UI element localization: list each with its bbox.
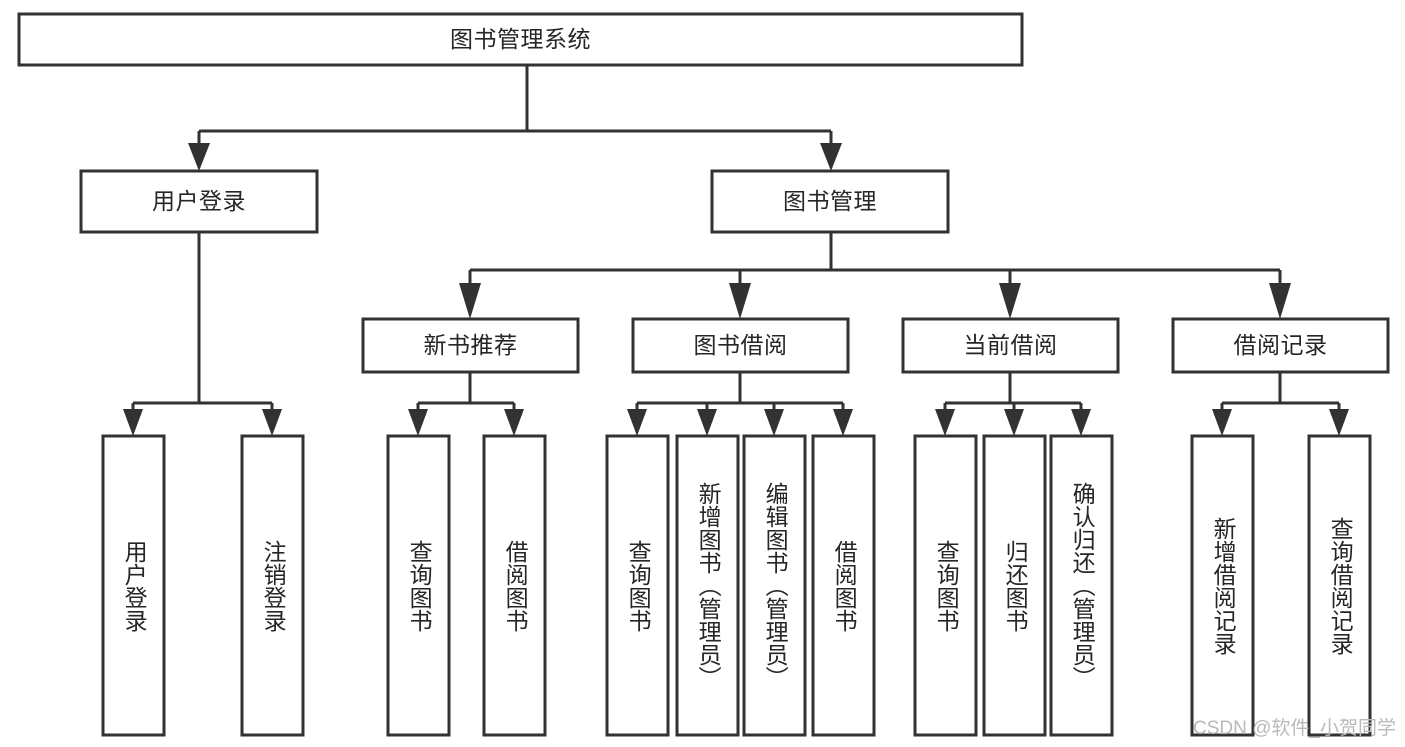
arrow-head-leaf-user-logout xyxy=(262,409,282,436)
node-box-user-login[interactable] xyxy=(79,169,319,234)
connector-bookmgmt-to-level3 xyxy=(459,232,1291,319)
node-box-leaf-borrow-book-2[interactable] xyxy=(811,434,876,737)
connector-newbook-to-leaves xyxy=(408,372,524,436)
node-box-leaf-confirm-return[interactable] xyxy=(1049,434,1114,737)
node-box-book-borrow[interactable] xyxy=(631,317,850,374)
arrow-head-leaf-query-book-2 xyxy=(627,409,647,436)
node-box-leaf-add-book[interactable] xyxy=(675,434,740,737)
node-box-current-borrow[interactable] xyxy=(901,317,1120,374)
node-box-leaf-query-book-1[interactable] xyxy=(386,434,451,737)
arrow-head-leaf-add-record xyxy=(1212,409,1232,436)
node-box-book-management[interactable] xyxy=(710,169,950,234)
arrow-head-leaf-add-book xyxy=(697,409,717,436)
node-box-leaf-borrow-book-1[interactable] xyxy=(482,434,547,737)
arrow-head-leaf-confirm-return xyxy=(1071,409,1091,436)
arrow-head-leaf-borrow-book-1 xyxy=(504,409,524,436)
arrow-head-book-borrow xyxy=(729,283,751,319)
arrow-head-leaf-edit-book xyxy=(764,409,784,436)
csdn-watermark: CSDN @软件_小贺同学 xyxy=(1193,718,1396,739)
connector-root-to-level2 xyxy=(188,65,842,171)
node-box-leaf-return-book[interactable] xyxy=(982,434,1047,737)
arrow-head-leaf-query-book-1 xyxy=(408,409,428,436)
connector-borrowrecord-to-leaves xyxy=(1212,372,1349,436)
node-box-leaf-edit-book[interactable] xyxy=(742,434,807,737)
node-box-leaf-query-book-2[interactable] xyxy=(605,434,670,737)
node-box-leaf-user-login[interactable] xyxy=(101,434,166,737)
arrow-head-book-management xyxy=(820,143,842,171)
arrow-head-leaf-query-book-3 xyxy=(935,409,955,436)
arrow-head-new-book-recommend xyxy=(459,283,481,319)
arrow-head-leaf-user-login xyxy=(123,409,143,436)
arrow-head-user-login xyxy=(188,143,210,171)
node-box-leaf-user-logout[interactable] xyxy=(240,434,305,737)
arrow-head-leaf-return-book xyxy=(1004,409,1024,436)
connector-bookborrow-to-leaves xyxy=(627,372,853,436)
connector-currentborrow-to-leaves xyxy=(935,372,1091,436)
arrow-head-current-borrow xyxy=(999,283,1021,319)
node-box-new-book-recommend[interactable] xyxy=(361,317,580,374)
arrow-head-leaf-borrow-book-2 xyxy=(833,409,853,436)
connector-userlogin-to-leaves xyxy=(123,232,282,436)
arrow-head-leaf-query-record xyxy=(1329,409,1349,436)
node-box-leaf-add-record[interactable] xyxy=(1190,434,1255,737)
node-box-borrow-record[interactable] xyxy=(1171,317,1390,374)
node-box-root[interactable] xyxy=(17,12,1024,67)
node-box-leaf-query-book-3[interactable] xyxy=(913,434,978,737)
node-box-leaf-query-record[interactable] xyxy=(1307,434,1372,737)
arrow-head-borrow-record xyxy=(1269,283,1291,319)
